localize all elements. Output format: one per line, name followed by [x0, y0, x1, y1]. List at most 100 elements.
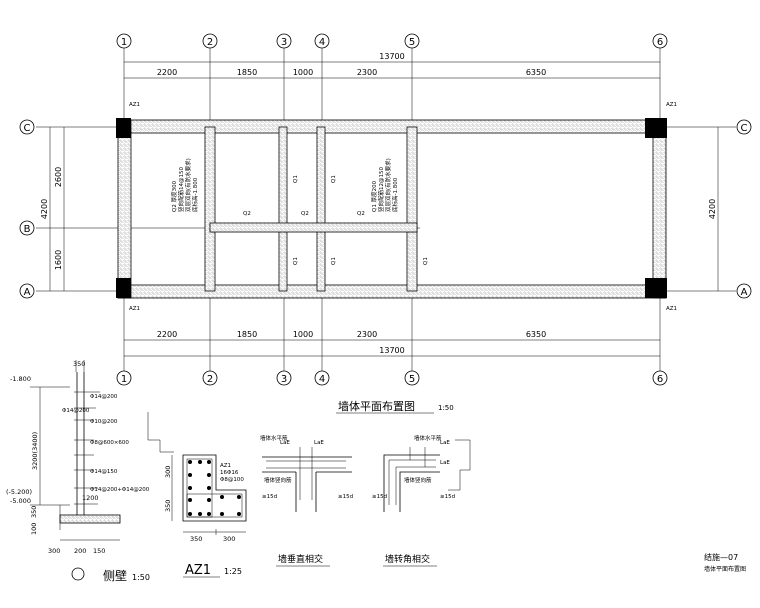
az1-dim-w2: 300 — [223, 535, 235, 543]
column-az1-bl — [116, 278, 131, 298]
side-height-2: 1200 — [82, 494, 99, 502]
az1-label-tl: AZ1 — [129, 102, 140, 108]
side-elev-mid1: (-5.200) — [6, 488, 32, 496]
row-a-right: A — [741, 287, 748, 298]
plan-title: 墙体平面布置图 — [338, 399, 415, 413]
side-wall-title: 侧壁 — [103, 568, 127, 583]
az1-label-tr: AZ1 — [666, 102, 677, 108]
l-lbl-h: 墙体水平筋 — [414, 434, 442, 442]
side-wall-section: -1.800 (-5.200) -5.000 3200(3400) 1200 3… — [6, 360, 150, 583]
row-b-left: B — [24, 224, 31, 235]
dim-left-total: 4200 — [40, 199, 49, 219]
axis-6-bottom: 6 — [657, 374, 663, 385]
top-dimensions: 13700 2200 1850 1000 2300 6350 — [124, 52, 660, 79]
side-rebar-2: Φ10@200 — [90, 419, 118, 425]
wall-label-q1-a: Q1 — [293, 175, 299, 183]
detail-t-intersection: LaE LaE ≥15d ≥15d 墙体水平筋 墙体竖向筋 墙垂直相交 — [260, 434, 353, 567]
sheet-title-block: 结施—07 墙体平面布置图 — [704, 552, 746, 573]
dim-span-5-bottom: 6350 — [526, 330, 546, 339]
side-width-top: 350 — [73, 360, 85, 368]
note-q1-3: 双层双向(有防水要求) — [384, 158, 392, 212]
l-lbl-v: 墙体竖向筋 — [404, 476, 432, 484]
t-15d-2: ≥15d — [338, 494, 353, 500]
wall-label-q1-e: Q1 — [423, 257, 429, 265]
dim-total-bottom: 13700 — [379, 346, 404, 355]
l-lae-2: LaE — [440, 460, 450, 466]
row-c-left: C — [24, 123, 31, 134]
side-rebar-4: Φ14@150 — [90, 469, 118, 475]
axis-2-bottom: 2 — [207, 374, 213, 385]
bottom-axis-bubbles: 1 2 3 4 5 6 — [116, 370, 668, 386]
dim-span-4-bottom: 2300 — [357, 330, 377, 339]
az1-dim-w1: 350 — [190, 535, 202, 543]
note-q2-1: Q2 厚度300 — [170, 180, 178, 212]
side-bottom-dim-3: 150 — [93, 547, 105, 555]
note-q1-1: Q1 厚度200 — [370, 180, 378, 212]
t-lbl-v: 墙体竖向筋 — [264, 476, 292, 484]
az1-dim-h1: 300 — [164, 466, 172, 478]
detail-l-corner: LaE LaE ≥15d ≥15d 墙体水平筋 墙体竖向筋 墙转角相交 — [372, 434, 471, 567]
dim-span-3-top: 1000 — [293, 68, 313, 77]
break-line-detail — [147, 412, 174, 453]
column-az1-tr — [645, 118, 667, 138]
side-bottom-dim-2: 200 — [74, 547, 86, 555]
sheet-name: 墙体平面布置图 — [704, 565, 746, 573]
t-lbl-h: 墙体水平筋 — [260, 434, 288, 442]
note-q2-4: 底标高-1.800 — [191, 177, 199, 212]
dim-left-row-2: 1600 — [54, 250, 63, 270]
side-height-1: 3200(3400) — [31, 432, 39, 470]
axis-3-top: 3 — [281, 37, 287, 48]
wall-label-q1-c: Q1 — [293, 257, 299, 265]
column-az1-br — [645, 278, 667, 298]
l-15d-2: ≥15d — [440, 494, 455, 500]
az1-detail: 300 350 350 300 AZ1 16Φ16 Φ8@100 AZ1 1:2… — [164, 454, 247, 578]
dim-span-1-bottom: 2200 — [157, 330, 177, 339]
side-bottom-dim-1: 300 — [48, 547, 60, 555]
t-15d-1: ≥15d — [262, 494, 277, 500]
az1-label-br: AZ1 — [666, 306, 677, 312]
axis-1-top: 1 — [121, 37, 127, 48]
az1-bars: 16Φ16 — [220, 470, 239, 476]
side-dimensions: 4200 2600 1600 4200 — [40, 127, 719, 291]
az1-title: AZ1 — [185, 563, 211, 578]
plan-title-block: 墙体平面布置图 1:50 — [336, 399, 454, 414]
axis-5-top: 5 — [409, 37, 415, 48]
l-title: 墙转角相交 — [385, 553, 430, 565]
side-left-dim-2: 350 — [30, 506, 38, 518]
dim-right-total: 4200 — [708, 199, 717, 219]
dim-span-2-top: 1850 — [237, 68, 257, 77]
dim-span-5-top: 6350 — [526, 68, 546, 77]
az1-label-bl: AZ1 — [129, 306, 140, 312]
dim-span-4-top: 2300 — [357, 68, 377, 77]
sheet-number: 结施—07 — [704, 552, 738, 562]
side-rebar-3: Φ8@600×600 — [90, 440, 129, 446]
t-lae-1: LaE — [280, 440, 290, 446]
side-elev-top: -1.800 — [10, 375, 31, 383]
axis-4-bottom: 4 — [319, 374, 325, 385]
plan-labels: AZ1 AZ1 AZ1 AZ1 Q2 Q2 Q2 Q1 Q1 Q1 Q1 Q1 … — [129, 102, 677, 312]
axis-2-top: 2 — [207, 37, 213, 48]
wall-label-q2-b: Q2 — [301, 211, 309, 217]
column-az1-tl — [116, 118, 131, 138]
axis-1-bottom: 1 — [121, 374, 127, 385]
side-rebar-1: Φ14@200 — [62, 408, 90, 414]
row-a-left: A — [24, 287, 31, 298]
note-q2-3: 双层双向(有防水要求) — [184, 158, 192, 212]
note-q1-2: 竖向配筋12@150 — [377, 167, 385, 212]
axis-6-top: 6 — [657, 37, 663, 48]
side-left-dim-1: 100 — [30, 523, 38, 535]
bottom-dimensions: 2200 1850 1000 2300 6350 13700 — [124, 330, 660, 357]
note-q2-2: 竖向配筋14@150 — [177, 167, 185, 212]
dim-total-top: 13700 — [379, 52, 404, 61]
side-wall-scale: 1:50 — [132, 573, 150, 582]
axis-5-bottom: 5 — [409, 374, 415, 385]
dim-span-1-top: 2200 — [157, 68, 177, 77]
top-axis-bubbles: 1 2 3 4 5 6 — [116, 33, 668, 49]
wall-plan — [116, 118, 667, 299]
dim-span-3-bottom: 1000 — [293, 330, 313, 339]
dim-span-2-bottom: 1850 — [237, 330, 257, 339]
t-title: 墙垂直相交 — [278, 553, 323, 565]
az1-name: AZ1 — [220, 463, 231, 469]
az1-dim-h2: 350 — [164, 500, 172, 512]
row-c-right: C — [741, 123, 748, 134]
